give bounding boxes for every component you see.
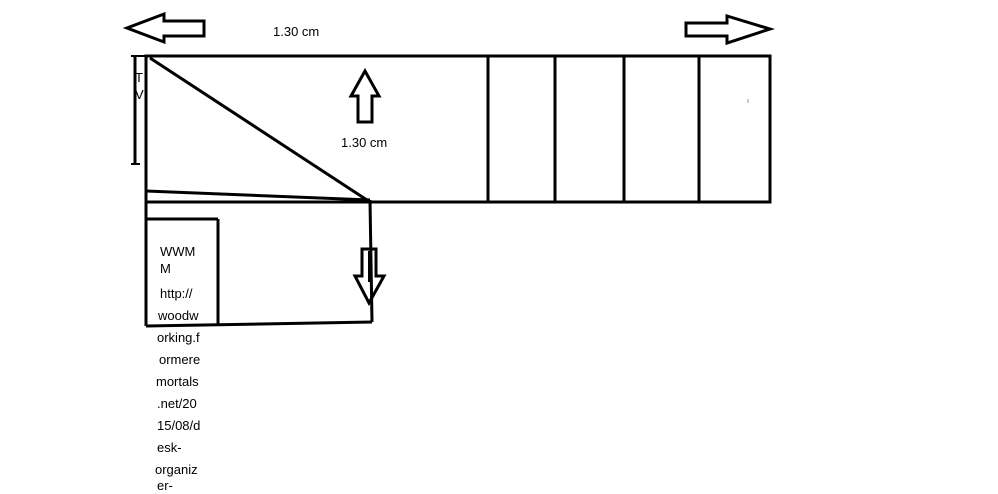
note-line: WWM [160,244,195,259]
note-line: organiz [155,462,198,477]
lower-shelf-top [145,189,371,202]
arrow-left-icon [122,11,206,45]
note-line: .net/20 [157,396,197,411]
diagonal-panel [149,56,371,204]
note-line: 15/08/d [157,418,200,433]
note-line: http:// [160,286,193,301]
faint-mark [747,99,749,103]
note-line: mortals [156,374,199,389]
edge-fragment-text-top: T [135,70,143,85]
lower-shelf-right [368,199,374,323]
note-line: er- [157,478,173,493]
organizer-outline [144,54,772,204]
arrow-up-icon [348,67,382,124]
arrow-right-icon [684,13,776,46]
height-dimension-label: 1.30 cm [341,135,387,150]
note-line: orking.f [157,330,200,345]
lower-shelf-bottom [145,320,373,328]
note-text-block: WWM M http:// woodw orking.f ormere mort… [155,244,200,493]
width-dimension-label: 1.30 cm [273,24,319,39]
note-line: esk- [157,440,182,455]
note-line: M [160,261,171,276]
note-line: woodw [157,308,199,323]
edge-fragment-text-bottom: V [135,87,144,102]
note-line: ormere [159,352,200,367]
arrow-down-icon [352,247,387,307]
